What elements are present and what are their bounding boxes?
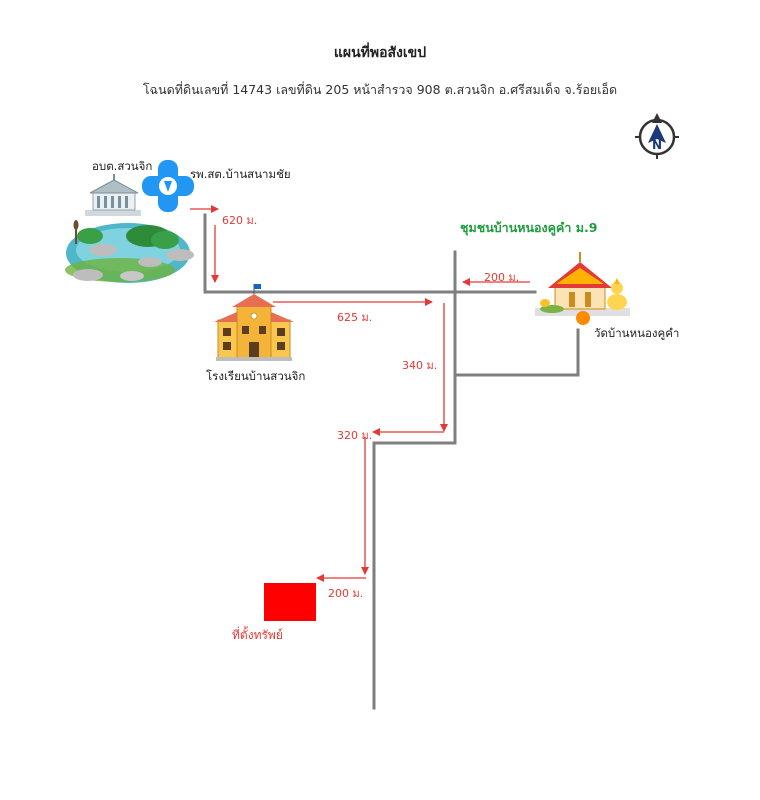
school-label: โรงเรียนบ้านสวนจิก — [206, 369, 306, 383]
government-building-icon — [85, 174, 141, 216]
temple-icon — [535, 252, 630, 325]
health-hospital-label: รพ.สต.บ้านสนามชัย — [190, 167, 291, 181]
distance-340-label: 340 ม. — [402, 359, 438, 372]
map-subtitle: โฉนดที่ดินเลขที่ 14743 เลขที่ดิน 205 หน้… — [142, 82, 618, 97]
road-west-segment — [203, 213, 537, 294]
property-marker — [264, 583, 316, 621]
property-label: ที่ตั้งทรัพย์ — [232, 628, 283, 642]
sub-district-office-label: อบต.สวนจิก — [92, 159, 153, 173]
distance-200-top-label: 200 ม. — [484, 271, 520, 284]
distance-620-label: 620 ม. — [222, 214, 258, 227]
distance-200-bottom-label: 200 ม. — [328, 587, 364, 600]
pond-icon — [65, 220, 194, 283]
compass-icon: N — [635, 113, 679, 159]
hospital-icon — [142, 160, 194, 212]
road-main-north-south — [372, 250, 457, 710]
distance-320-label: 320 ม. — [337, 429, 373, 442]
school-icon — [214, 284, 294, 361]
community-label: ชุมชนบ้านหนองคูคำ ม.9 — [460, 220, 598, 235]
map-title: แผนที่พอสังเขป — [333, 45, 427, 61]
road-temple-link — [453, 328, 580, 377]
distance-625-label: 625 ม. — [337, 311, 373, 324]
temple-label: วัดบ้านหนองคูคำ — [594, 326, 680, 340]
roads — [203, 213, 580, 710]
compass-letter: N — [652, 138, 662, 152]
direction-arrows — [190, 205, 530, 582]
